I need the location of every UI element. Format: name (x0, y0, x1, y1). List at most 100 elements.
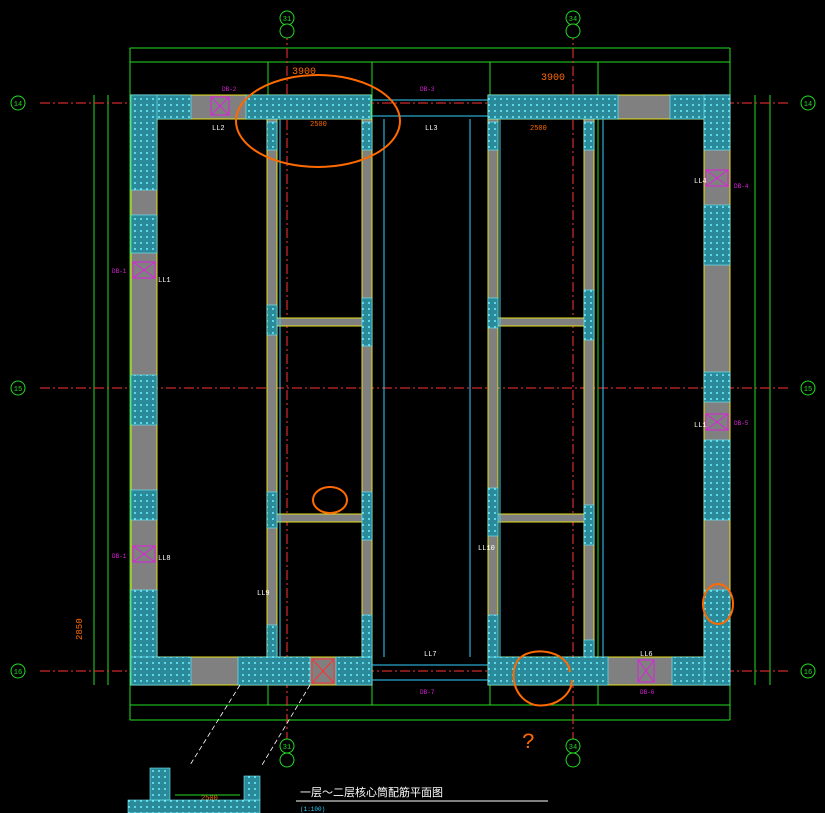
axis-bubble (279, 752, 295, 768)
opening-db4 (705, 169, 729, 187)
beam-label: LL6 (640, 651, 653, 659)
wall-cross-1 (266, 317, 373, 327)
column (487, 656, 609, 686)
beam-label: LL10 (478, 545, 495, 553)
column (487, 94, 619, 120)
detail-column (243, 775, 261, 801)
slab-edges (279, 99, 604, 681)
opening-label: DB-3 (420, 86, 435, 93)
column (266, 304, 278, 336)
axis-label-bottom-31: 31 (283, 744, 291, 752)
column (583, 504, 595, 546)
axis-bubble (800, 380, 816, 396)
axis-label-right-16: 16 (804, 669, 812, 677)
column (130, 94, 158, 191)
column (703, 371, 731, 403)
column (130, 374, 158, 426)
beam-label: LL8 (158, 555, 171, 563)
columns (130, 94, 731, 686)
column (237, 656, 311, 686)
dim-inner-right: 2500 (530, 125, 547, 133)
column (703, 589, 731, 686)
column (130, 214, 158, 254)
column (583, 289, 595, 341)
opening-label: DB-2 (222, 86, 237, 93)
axis-label-left-14: 14 (14, 101, 22, 109)
axis-bubble (565, 23, 581, 39)
column (130, 489, 158, 521)
column (266, 491, 278, 529)
markup-question-mark: ? (522, 730, 535, 755)
beam-label: LL2 (212, 125, 225, 133)
markup-circle-top (235, 74, 401, 168)
axis-label-top-34: 34 (569, 16, 577, 24)
column (361, 614, 373, 658)
axis-bubble (279, 23, 295, 39)
axis-label-right-15: 15 (804, 386, 812, 394)
column (487, 614, 499, 658)
column (487, 121, 499, 151)
markup-annotations (235, 74, 734, 707)
opening-label: DB-6 (640, 689, 655, 696)
opening-labels: DB-2 DB-3 DB-4 DB-1 DB-5 DB-1 DB-7 DB-6 (112, 86, 749, 696)
markup-circle-bottom (512, 650, 573, 707)
axis-bubbles (10, 10, 816, 768)
opening-label: DB-1 (112, 553, 127, 560)
column (335, 656, 373, 686)
column (583, 639, 595, 658)
detail-fragment (127, 767, 261, 813)
axis-label-right-14: 14 (804, 101, 812, 109)
opening-db1-left (132, 261, 156, 279)
dim-detail-width: 2500 (201, 795, 218, 803)
wall-inner-3 (487, 118, 499, 658)
axis-bubble (800, 95, 816, 111)
axis-bubble (10, 663, 26, 679)
dim-top-left: 3900 (292, 67, 316, 78)
axis-bubble (10, 380, 26, 396)
wall-cross-2 (266, 513, 373, 523)
column (703, 439, 731, 521)
column (703, 204, 731, 266)
wall-cross-4 (487, 513, 595, 523)
dimension-lines (93, 47, 771, 721)
beam-label: LL9 (257, 590, 270, 598)
drawing-title: 一层～二层核心筒配筋平面图 (300, 785, 443, 799)
wall-inner-2 (361, 118, 373, 658)
column (266, 624, 278, 658)
beam-label: LL7 (424, 651, 437, 659)
markup-circle-mid (312, 486, 348, 514)
column (266, 121, 278, 151)
opening-db5 (705, 413, 729, 431)
beam-label: LL1 (694, 422, 707, 430)
openings (132, 96, 729, 684)
markup-circle-right (702, 583, 734, 625)
opening-label: DB-4 (734, 183, 749, 190)
detail-column (149, 767, 171, 801)
key-dimensions: 3900 3900 2500 2500 2500 (201, 67, 565, 803)
axis-bubble (565, 752, 581, 768)
opening-db1-left-2 (132, 545, 156, 563)
axis-label-bottom-34: 34 (569, 744, 577, 752)
opening-db2 (210, 96, 230, 116)
column (245, 94, 372, 120)
beam-label: LL4 (694, 178, 707, 186)
column (361, 491, 373, 541)
axis-label-top-31: 31 (283, 16, 291, 24)
beam-label: LL3 (425, 125, 438, 133)
column (130, 656, 192, 686)
axis-label-left-16: 16 (14, 669, 22, 677)
axis-bubble (10, 95, 26, 111)
dim-inner-left: 2500 (310, 121, 327, 129)
column (703, 94, 731, 151)
column (361, 121, 373, 151)
column (487, 487, 499, 537)
walls (130, 94, 731, 686)
detail-wall (127, 799, 261, 813)
wall-inner-1 (266, 118, 278, 658)
column (487, 297, 499, 329)
beam-label: LL1 (158, 277, 171, 285)
opening-db-bottom (311, 658, 335, 684)
column (583, 121, 595, 151)
opening-label: DB-7 (420, 689, 435, 696)
